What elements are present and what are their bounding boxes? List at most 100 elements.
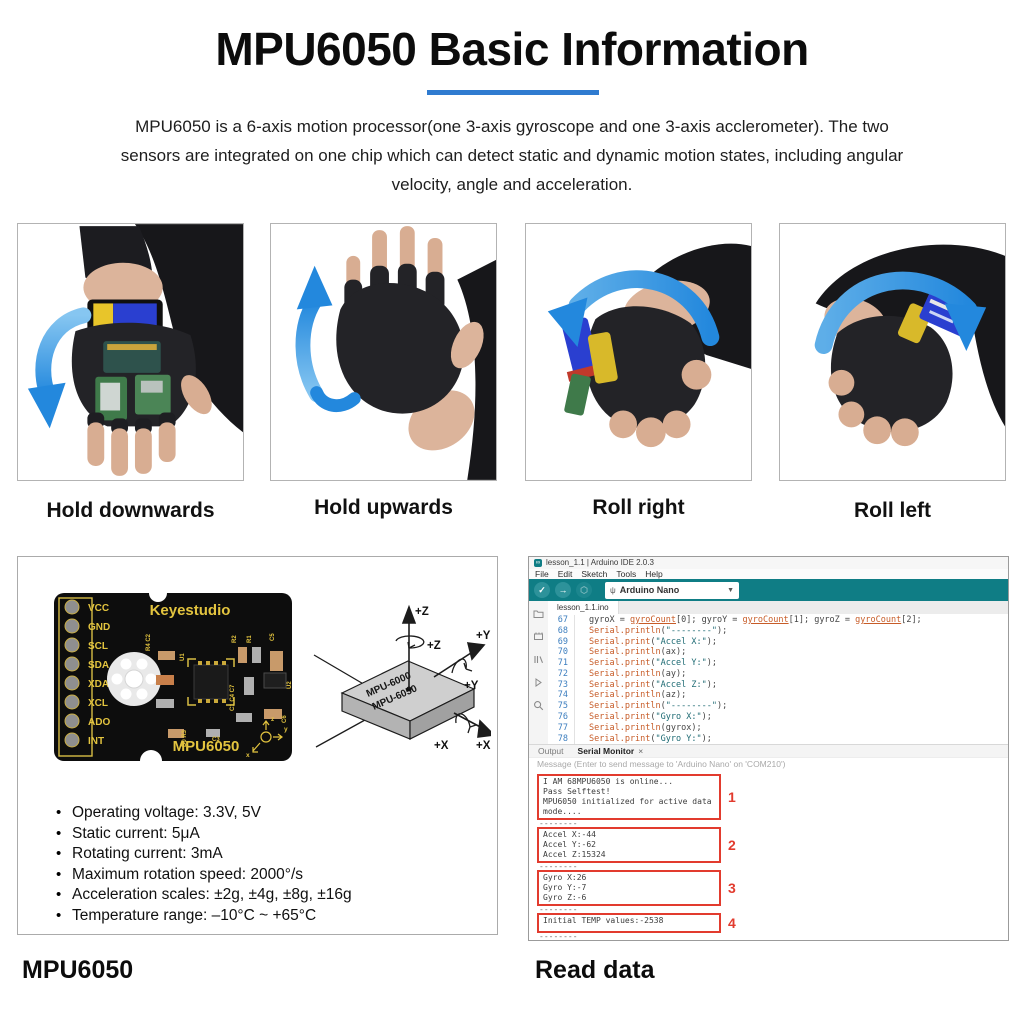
pin-label: SDA	[88, 660, 109, 671]
rotate-up-arrow-icon	[295, 294, 325, 403]
code-line: gyroX = gyroCount[0]; gyroY = gyroCount[…	[574, 614, 922, 626]
window-title: lesson_1.1 | Arduino IDE 2.0.3	[546, 558, 654, 568]
search-icon[interactable]	[533, 700, 544, 711]
thumb	[450, 321, 484, 369]
title-underline	[427, 90, 599, 95]
serial-line: Gyro X:26	[543, 873, 587, 882]
menu-item-edit[interactable]: Edit	[557, 569, 573, 580]
hold-upwards-illustration	[295, 226, 496, 480]
message-placeholder: Message (Enter to send message to 'Ardui…	[537, 759, 786, 770]
close-icon[interactable]: ×	[638, 745, 644, 756]
z-axis-label: +Z	[415, 606, 429, 618]
pin-label: INT	[88, 736, 104, 747]
gesture-photo-roll-right	[525, 223, 752, 481]
tab-output[interactable]: Output	[538, 745, 564, 756]
caption-read-data: Read data	[535, 956, 655, 984]
yellow-module	[587, 332, 618, 384]
board-selector-dropdown[interactable]: ψ Arduino Nano ▼	[605, 581, 739, 599]
gesture-photo-hold-downwards	[17, 223, 244, 481]
arrow-hook	[310, 386, 361, 413]
caption-mpu6050: MPU6050	[22, 956, 134, 984]
serial-separator: --------	[539, 905, 578, 914]
serial-monitor-output: I AM 68MPU6050 is online... Pass Selftes…	[529, 771, 1008, 940]
finger	[87, 422, 105, 466]
x-axis-label: +X	[476, 740, 491, 752]
code-line: Serial.print("Accel Z:");	[574, 679, 717, 691]
spec-item: Maximum rotation speed: 2000°/s	[56, 865, 352, 886]
menu-item-help[interactable]: Help	[645, 569, 663, 580]
spec-item: Static current: 5μA	[56, 824, 352, 845]
pin-label: VCC	[88, 603, 109, 614]
serial-output-block-3: Gyro X:26 Gyro Y:-7 Gyro Z:-6	[537, 870, 721, 906]
mpu6050-board-panel: VCC GND SCL SDA XDA XCL ADO INT Keyestud…	[17, 556, 498, 935]
pad-column-outline	[58, 597, 93, 757]
sleeve	[457, 259, 496, 480]
x-rotation-loop	[455, 713, 477, 734]
smd-components	[156, 647, 287, 738]
curled-finger	[838, 401, 865, 428]
green-pcb	[564, 373, 591, 416]
mpu6050-pcb-illustration: VCC GND SCL SDA XDA XCL ADO INT Keyestud…	[54, 589, 293, 765]
board-notch	[140, 750, 162, 765]
code-line: Serial.println(az);	[574, 690, 686, 702]
menu-item-sketch[interactable]: Sketch	[581, 569, 608, 580]
roll-right-illustration	[547, 243, 751, 448]
serial-line: MPU6050 initialized for active data mode…	[543, 797, 712, 816]
annotation-number-2: 2	[728, 837, 736, 853]
component-label: U1	[180, 653, 186, 661]
library-manager-icon[interactable]	[533, 654, 544, 665]
roll-right-arrow-icon	[568, 270, 720, 347]
pcb-axis-z: z	[271, 716, 275, 723]
spec-item: Operating voltage: 3.3V, 5V	[56, 803, 352, 824]
component-label: R2	[232, 635, 238, 643]
pcb-axis-x: x	[246, 752, 250, 759]
editor-tab[interactable]: lesson_1.1.ino	[548, 600, 619, 614]
arrowhead	[944, 303, 987, 352]
thumb	[681, 359, 712, 390]
menu-item-tools[interactable]: Tools	[616, 569, 637, 580]
y-arrowhead	[466, 642, 486, 661]
serial-message-input[interactable]: Message (Enter to send message to 'Ardui…	[529, 756, 1008, 771]
finger	[111, 428, 129, 476]
curled-finger	[636, 417, 666, 448]
serial-output-block-2: Accel X:-44 Accel Y:-62 Accel Z:15324	[537, 827, 721, 863]
boards-manager-icon[interactable]	[533, 631, 544, 642]
tab-serial-monitor[interactable]: Serial Monitor ×	[578, 746, 644, 756]
x-arrowhead	[477, 719, 491, 738]
bottom-tab-strip: Output Serial Monitor ×	[529, 743, 1008, 757]
annotation-number-1: 1	[728, 789, 736, 805]
finger	[134, 428, 152, 474]
component-label: R4 C2	[146, 633, 152, 651]
gesture-photo-roll-left	[779, 223, 1006, 481]
debug-button[interactable]: ⬡	[576, 582, 592, 599]
pin-label: GND	[88, 622, 110, 633]
menu-item-file[interactable]: File	[535, 569, 549, 580]
curled-finger	[891, 418, 919, 447]
upload-button[interactable]: →	[555, 582, 571, 599]
debug-panel-icon[interactable]	[533, 677, 544, 688]
gesture-caption-hold-downwards: Hold downwards	[46, 499, 215, 522]
sketchbook-icon[interactable]	[533, 608, 544, 619]
axis-orientation-diagram: MPU-6000 MPU-6050 +Z +Z +Y +Y +	[313, 604, 491, 752]
gesture-caption-roll-left: Roll left	[854, 499, 931, 522]
component-label: C1 C4 C7	[230, 684, 236, 711]
code-line: Serial.println("--------");	[574, 625, 727, 637]
line-number: 77	[557, 722, 568, 733]
chip-right-face	[409, 688, 475, 740]
arrow-right-icon: →	[558, 585, 568, 596]
serial-line: Accel Y:-62	[543, 840, 596, 849]
roll-left-illustration	[814, 244, 1005, 447]
pin-label: XCL	[88, 698, 108, 709]
glove-fist	[585, 306, 706, 429]
arduino-logo-icon: ∞	[534, 558, 542, 567]
serial-separator: --------	[539, 932, 578, 941]
arrowhead	[547, 297, 588, 348]
page-title: MPU6050 Basic Information	[215, 23, 809, 75]
y-axis-label: +Y	[476, 630, 491, 642]
board-notch	[149, 589, 167, 602]
usb-icon: ψ	[610, 585, 616, 595]
line-number: 67	[557, 614, 568, 625]
verify-button[interactable]: ✓	[534, 582, 550, 599]
component-label: R1	[247, 635, 253, 643]
